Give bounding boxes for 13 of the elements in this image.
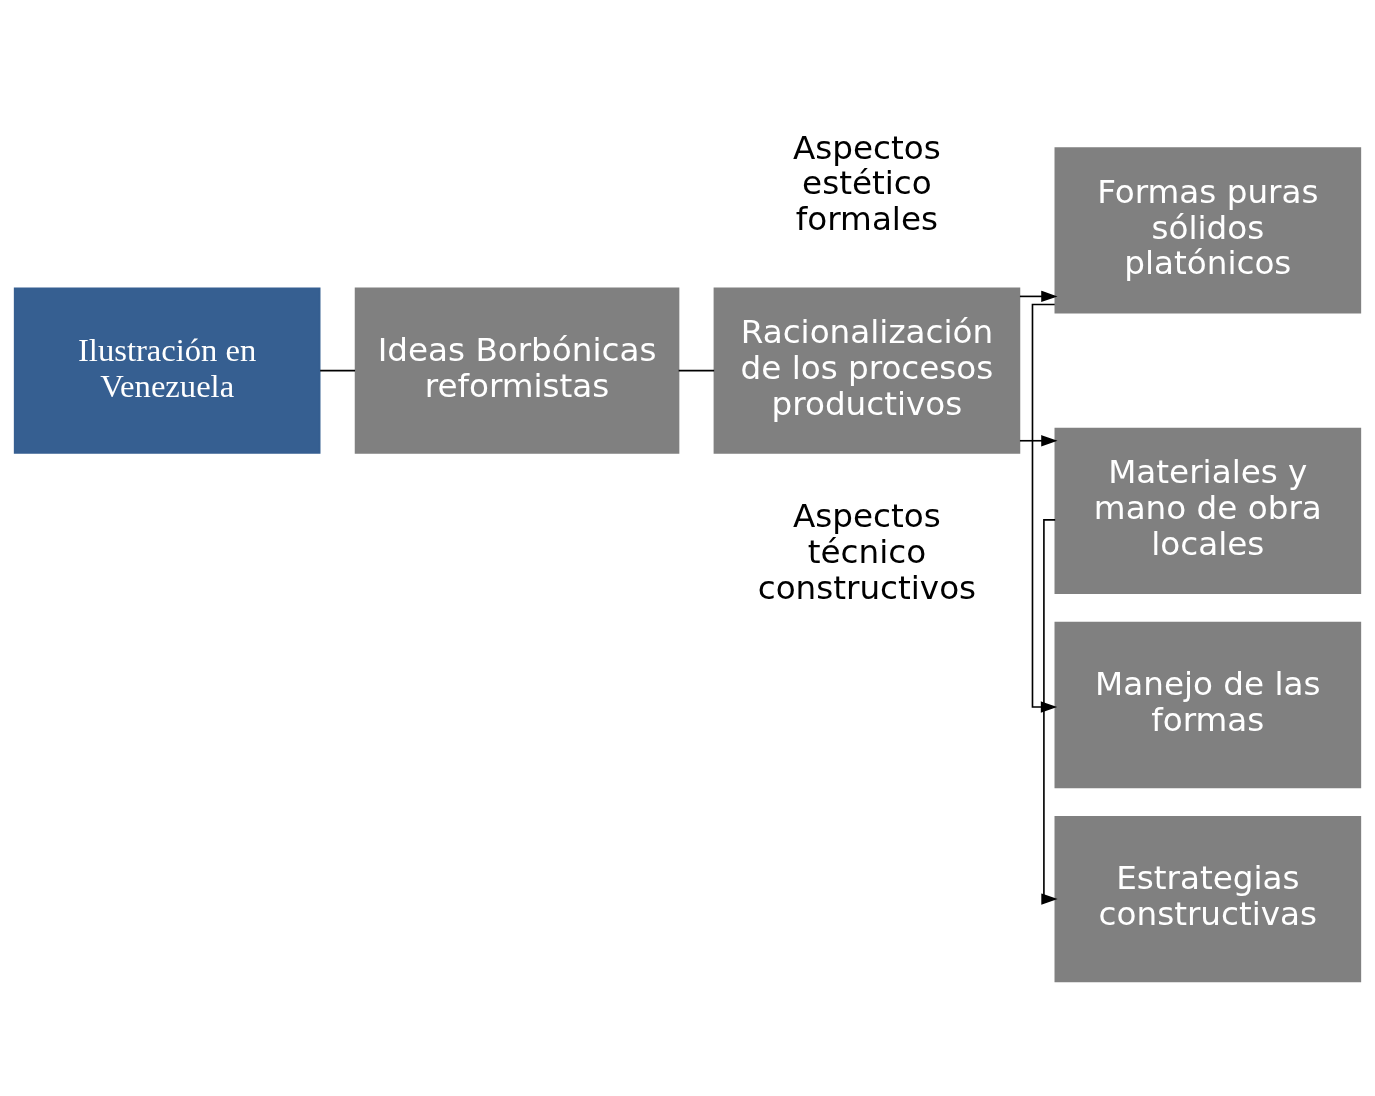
label: Aspectos estético formales (793, 128, 941, 239)
node-box: Ilustración en Venezuela (13, 287, 321, 454)
connector (677, 369, 715, 372)
node-box: Manejo de las formas (1054, 621, 1362, 789)
arrow (1019, 435, 1058, 447)
node-box: Estrategias constructivas (1054, 815, 1362, 983)
node-box: Ideas Borbónicas reformistas (354, 287, 680, 454)
node-box: Formas puras sólidos platónicos (1054, 147, 1362, 314)
label: Aspectos técnico constructivos (757, 497, 977, 607)
node-box: Racionalización de los procesos productivos (713, 287, 1021, 454)
arrow (1019, 290, 1058, 303)
connector (319, 369, 356, 372)
node-box: Materiales y mano de obra locales (1054, 427, 1362, 595)
